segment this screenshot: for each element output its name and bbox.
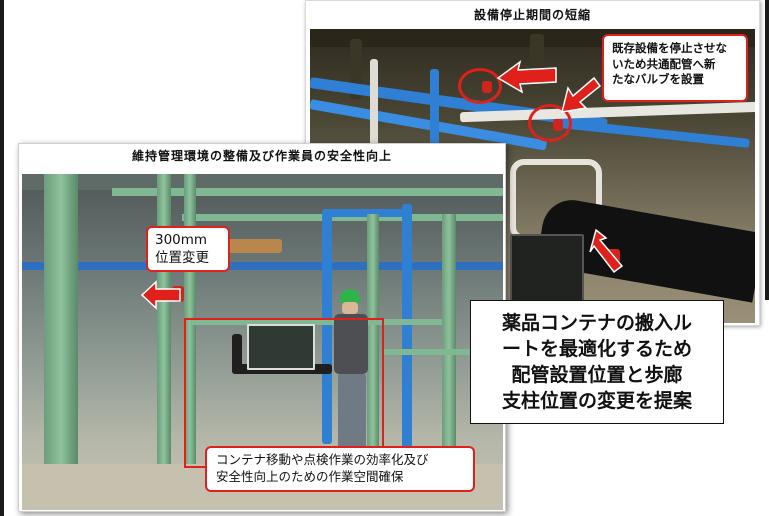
worker-legs [338, 374, 366, 449]
blue-pipe [322, 214, 332, 444]
callout-line: コンテナ移動や点検作業の効率化及び [216, 452, 429, 467]
worker-helmet [340, 289, 360, 303]
main-callout-line: 薬品コンテナの搬入ル [501, 311, 692, 334]
valve-highlight-ellipse [458, 68, 502, 104]
copper-pipe [222, 239, 282, 253]
green-column [367, 214, 379, 474]
photo-bottom-title: 維持管理環境の整備及び作業員の安全性向上 [131, 149, 392, 163]
main-proposal-callout: 薬品コンテナの搬入ル ートを最適化するため 配管設置位置と歩廊 支柱位置の変更を… [470, 300, 724, 424]
red-arrow [589, 228, 624, 274]
main-callout-line: 配管設置位置と歩廊 [511, 364, 683, 386]
callout-line: いため共通配管へ新 [612, 56, 716, 71]
red-arrow [496, 60, 557, 94]
left-edge-bar [0, 0, 4, 516]
green-column [157, 174, 171, 494]
callout-line: 既存設備を停止させな [612, 41, 727, 55]
photo-bottom-card: 維持管理環境の整備及び作業員の安全性向上 [18, 143, 506, 512]
right-edge-bar [765, 0, 769, 300]
ceiling-frame [112, 188, 503, 196]
photo-top-title: 設備停止期間の短縮 [473, 8, 591, 22]
callout-line: 位置変更 [155, 250, 209, 267]
valve-callout: 既存設備を停止させな いため共通配管へ新 たなバルブを設置 [602, 34, 748, 102]
blue-pipe [22, 262, 503, 270]
sign-board [247, 324, 315, 370]
main-callout-line: ートを最適化するため [501, 337, 692, 360]
valve-highlight-ellipse [528, 104, 572, 142]
distance-callout: 300mm 位置変更 [146, 226, 230, 272]
blue-pipe [560, 119, 750, 148]
ceiling-frame [182, 214, 503, 221]
worker-body [334, 314, 368, 374]
callout-line: 300mm [155, 232, 208, 248]
white-pipe [370, 59, 378, 149]
ceiling-frame [22, 174, 503, 190]
red-arrow [560, 76, 602, 113]
black-pipe [232, 334, 242, 374]
callout-line: 安全性向上のための作業空間確保 [216, 468, 404, 484]
handrail [192, 319, 442, 325]
worker-head [342, 302, 358, 314]
blue-pipe [322, 209, 412, 217]
red-arrow-left [140, 280, 181, 310]
handrail [382, 349, 502, 355]
green-column [44, 174, 78, 510]
blue-pipe [430, 69, 439, 189]
callout-line: たなバルブを設置 [612, 72, 704, 87]
workspace-callout: コンテナ移動や点検作業の効率化及び 安全性向上のための作業空間確保 [205, 446, 475, 492]
main-callout-line: 支柱位置の変更を提案 [501, 390, 692, 413]
blue-pipe [402, 204, 412, 454]
